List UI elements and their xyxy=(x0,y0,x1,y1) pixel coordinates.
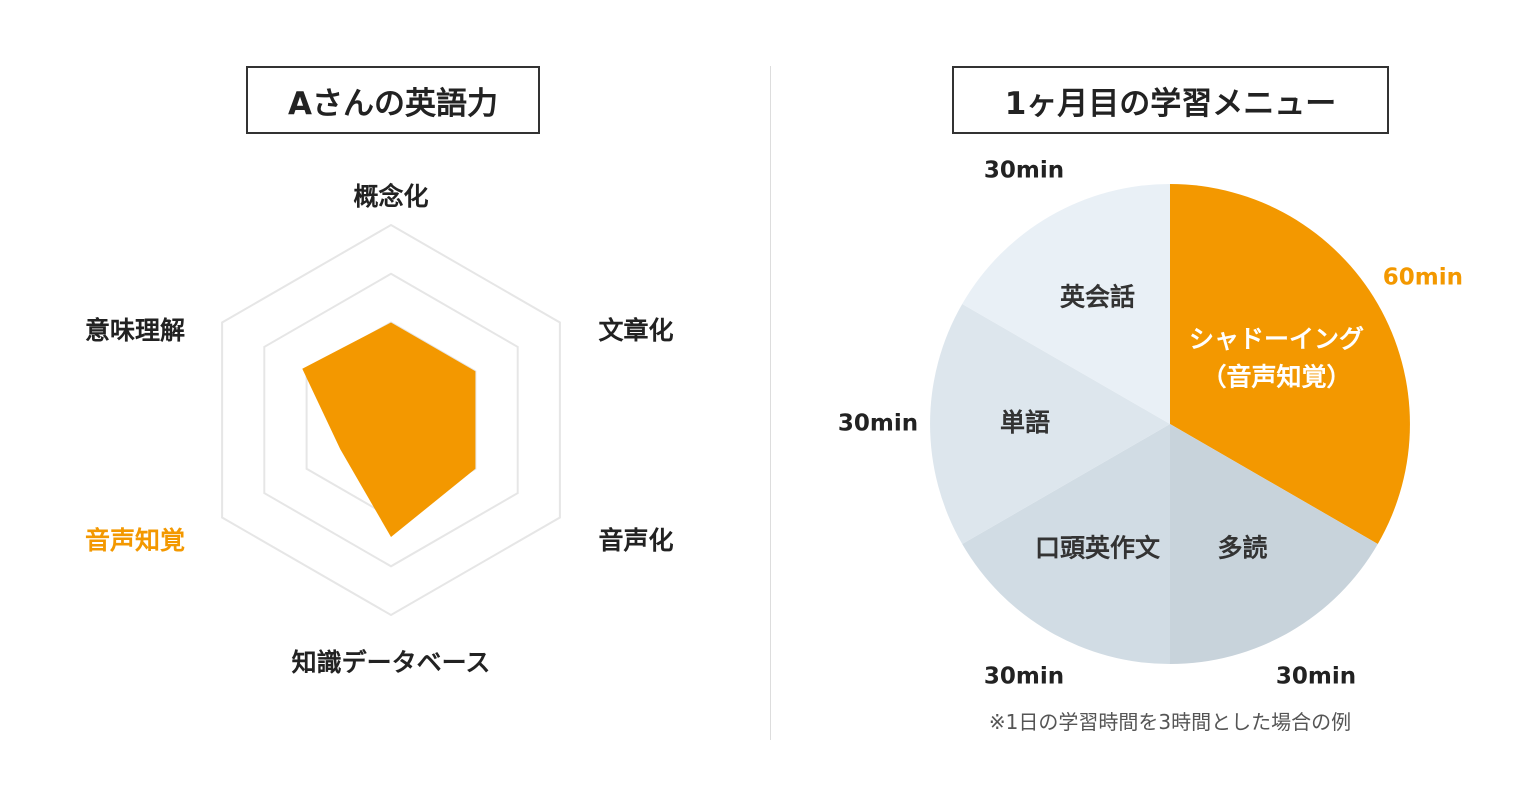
pie-slice-label: シャドーイング xyxy=(1189,325,1364,354)
pie-chart-title: 1ヶ月目の学習メニュー xyxy=(952,66,1389,134)
radar-series-area xyxy=(302,322,476,537)
pie-slice xyxy=(1170,424,1378,664)
pie-slice-label: 単語 xyxy=(1000,408,1050,437)
pie-slice-value: 60min xyxy=(1383,265,1463,291)
radar-axis-label: 概念化 xyxy=(353,182,428,211)
pie-slice xyxy=(962,184,1170,424)
pie-slice xyxy=(930,304,1170,544)
pie-slice xyxy=(962,424,1170,664)
pie-slice-sublabel: （音声知覚） xyxy=(1202,363,1352,392)
radar-axis-label: 音声化 xyxy=(598,526,673,555)
pie-slice-value: 30min xyxy=(1276,663,1356,689)
radar-axis-label: 文章化 xyxy=(598,316,673,345)
pie-slice-label: 口頭英作文 xyxy=(1035,534,1161,563)
radar-axis-label: 音声知覚 xyxy=(85,526,185,555)
pie-slice-value: 30min xyxy=(984,158,1064,184)
radar-grid-ring xyxy=(221,223,561,617)
pie-slice-label: 多読 xyxy=(1217,534,1267,563)
radar-chart-title: Aさんの英語力 xyxy=(246,66,540,134)
radar-axis-label: 意味理解 xyxy=(85,316,185,345)
radar-axis-label: 知識データベース xyxy=(292,648,491,677)
pie-slice-value: 30min xyxy=(984,663,1064,689)
pie-chart-note: ※1日の学習時間を3時間とした場合の例 xyxy=(988,710,1352,734)
pie-slice xyxy=(1170,184,1410,544)
radar-grid-ring xyxy=(263,272,519,568)
section-divider xyxy=(770,66,771,740)
pie-slice-label: 英会話 xyxy=(1060,282,1135,311)
pie-slice-value: 30min xyxy=(838,411,918,437)
